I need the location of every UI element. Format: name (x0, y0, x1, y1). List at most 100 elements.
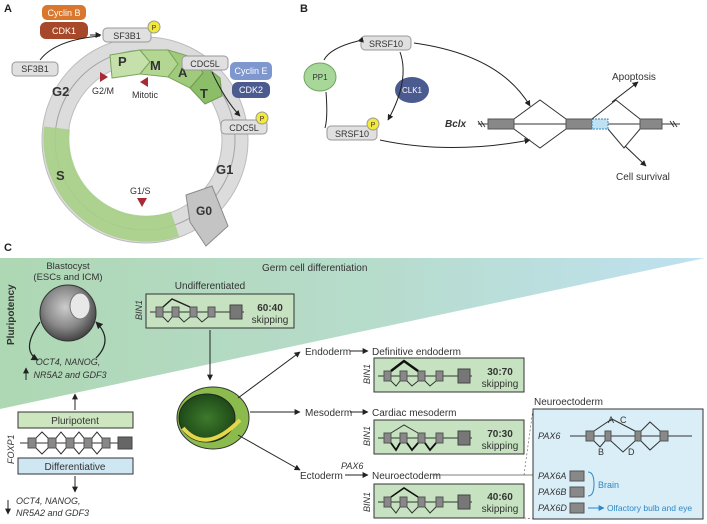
s-phase-arc (43, 126, 180, 242)
ecto-ratio: 40:60 (487, 492, 513, 503)
blastocyst-title: Blastocyst (46, 261, 90, 272)
genes-down-line2: NR5A2 and GDF3 (16, 508, 89, 518)
phase-a-label: A (178, 65, 188, 80)
pax6a-label: PAX6A (538, 471, 566, 481)
to-ectoderm-arrow (237, 434, 301, 471)
mesoderm-label: Mesoderm (305, 408, 352, 419)
srsf10-top-to-bclx-arrow (413, 42, 531, 107)
phase-p-label: P (118, 54, 127, 69)
endo-skipping: skipping (482, 379, 519, 390)
genes-up-line2: NR5A2 and GDF3 (33, 370, 106, 380)
pax6-exon-c: C (620, 415, 627, 425)
brain-bracket (587, 471, 595, 497)
g1s-checkpoint-marker (137, 198, 147, 207)
pluripotent-label: Pluripotent (51, 416, 99, 427)
definitive-endoderm-title: Definitive endoderm (372, 347, 461, 358)
bclx-gene-model (477, 99, 680, 149)
mitotic-checkpoint-label: Mitotic (132, 90, 159, 100)
panel-a-label: A (4, 3, 12, 15)
clk1-label: CLK1 (402, 86, 423, 95)
pluripotent-box (17, 411, 134, 429)
apoptosis-label: Apoptosis (612, 72, 656, 83)
clk1-node (395, 77, 429, 103)
sf3b1-phospho-box (102, 27, 152, 43)
panel-b-label: B (300, 3, 308, 15)
meso-ratio: 70:30 (487, 429, 513, 440)
srsf10-top-label: SRSF10 (369, 39, 403, 49)
embryo-inner (178, 393, 236, 443)
undiff-skipping: skipping (252, 315, 289, 326)
pax6d-isoform (569, 502, 585, 514)
meso-skipping: skipping (482, 441, 519, 452)
bin1-ecto-box (373, 483, 525, 519)
pp1-label: PP1 (312, 73, 328, 82)
undiff-ratio: 60:40 (257, 303, 283, 314)
cyclin-e-label: Cyclin E (234, 66, 267, 76)
cdk1-box (40, 22, 88, 39)
panel-c-label: C (4, 242, 12, 254)
cdc5l-phospho-label: CDC5L (229, 123, 259, 133)
phase-t-label: T (200, 86, 208, 101)
srsf10-bottom-box (326, 125, 378, 141)
cdk1-label: CDK1 (52, 26, 76, 36)
pax6a-isoform (569, 470, 585, 482)
germ-diff-label: Germ cell differentiation (262, 263, 367, 274)
to-endoderm-arrow (237, 351, 301, 399)
pax6b-label: PAX6B (538, 487, 566, 497)
endo-ratio: 30:70 (487, 367, 513, 378)
germ-differentiation-wedge (0, 258, 705, 409)
phase-m-label: M (150, 58, 161, 73)
pax6-gene-label: PAX6 (538, 431, 560, 441)
bin1-ecto-gene-model (378, 487, 472, 514)
srsf10-top-box (360, 35, 412, 51)
differentiative-box (17, 457, 134, 475)
sf3b1-label: SF3B1 (21, 64, 49, 74)
srsf10-phosphorylation-arrow (387, 51, 404, 121)
pluripotency-label: Pluripotency (6, 284, 17, 345)
pax6-exon-b: B (598, 447, 604, 457)
mitotic-checkpoint-marker (140, 77, 148, 87)
olfactory-label: Olfactory bulb and eye (607, 503, 692, 513)
pax6-exon-d: D (628, 447, 635, 457)
brain-label: Brain (598, 480, 619, 490)
cdc5l-phospho-badge (255, 111, 269, 125)
blastocyst-subtitle: (ESCs and ICM) (33, 272, 102, 283)
srsf10-phospho-p: P (371, 122, 376, 129)
phase-g0-label: G0 (196, 204, 212, 218)
cell-survival-arrow (624, 145, 647, 167)
pax6-gene-model (570, 418, 692, 453)
sf3b1-box (11, 61, 59, 77)
pax6-exon-a: A (608, 415, 614, 425)
bin1-endo-gene-model (378, 359, 472, 387)
cdc5l-label: CDC5L (190, 59, 220, 69)
cdc5l-phospho-p: P (260, 116, 265, 123)
neuro-callout-bottom (523, 517, 534, 520)
bin1-undiff-label: BIN1 (134, 300, 144, 320)
blastocyst-left-arrow (28, 321, 41, 361)
g2m-checkpoint-label: G2/M (92, 86, 114, 96)
phase-g2-label: G2 (52, 84, 69, 99)
phase-g1-label: G1 (216, 162, 233, 177)
foxp1-gene-model (20, 431, 133, 455)
sf3b1-phospho-label: SF3B1 (113, 31, 141, 41)
pp1-node (303, 62, 337, 92)
neuroectoderm-box-title: Neuroectoderm (534, 397, 603, 408)
inner-cell-mass (69, 292, 91, 320)
pp1-to-srsf10-bottom-line (324, 91, 328, 129)
cyclin-b-box (42, 5, 86, 20)
endoderm-label: Endoderm (305, 347, 351, 358)
bin1-meso-box (373, 419, 525, 455)
bin1-ecto-label: BIN1 (362, 492, 372, 512)
genes-down-line1: OCT4, NANOG, (16, 496, 81, 506)
genes-up-line1: OCT4, NANOG, (36, 357, 101, 367)
bclx-gene-label: Bclx (445, 119, 467, 130)
cardiac-mesoderm-title: Cardiac mesoderm (372, 408, 456, 419)
g0-arrow (185, 185, 229, 247)
phase-s-label: S (56, 168, 65, 183)
cyclin-e-box (230, 62, 272, 80)
differentiative-label: Differentiative (45, 462, 106, 473)
cell-survival-label: Cell survival (616, 172, 670, 183)
sf3b1-phospho-p: P (152, 25, 157, 32)
t-phase-segment (189, 57, 223, 105)
sf3b1-cycle-line (39, 35, 101, 61)
